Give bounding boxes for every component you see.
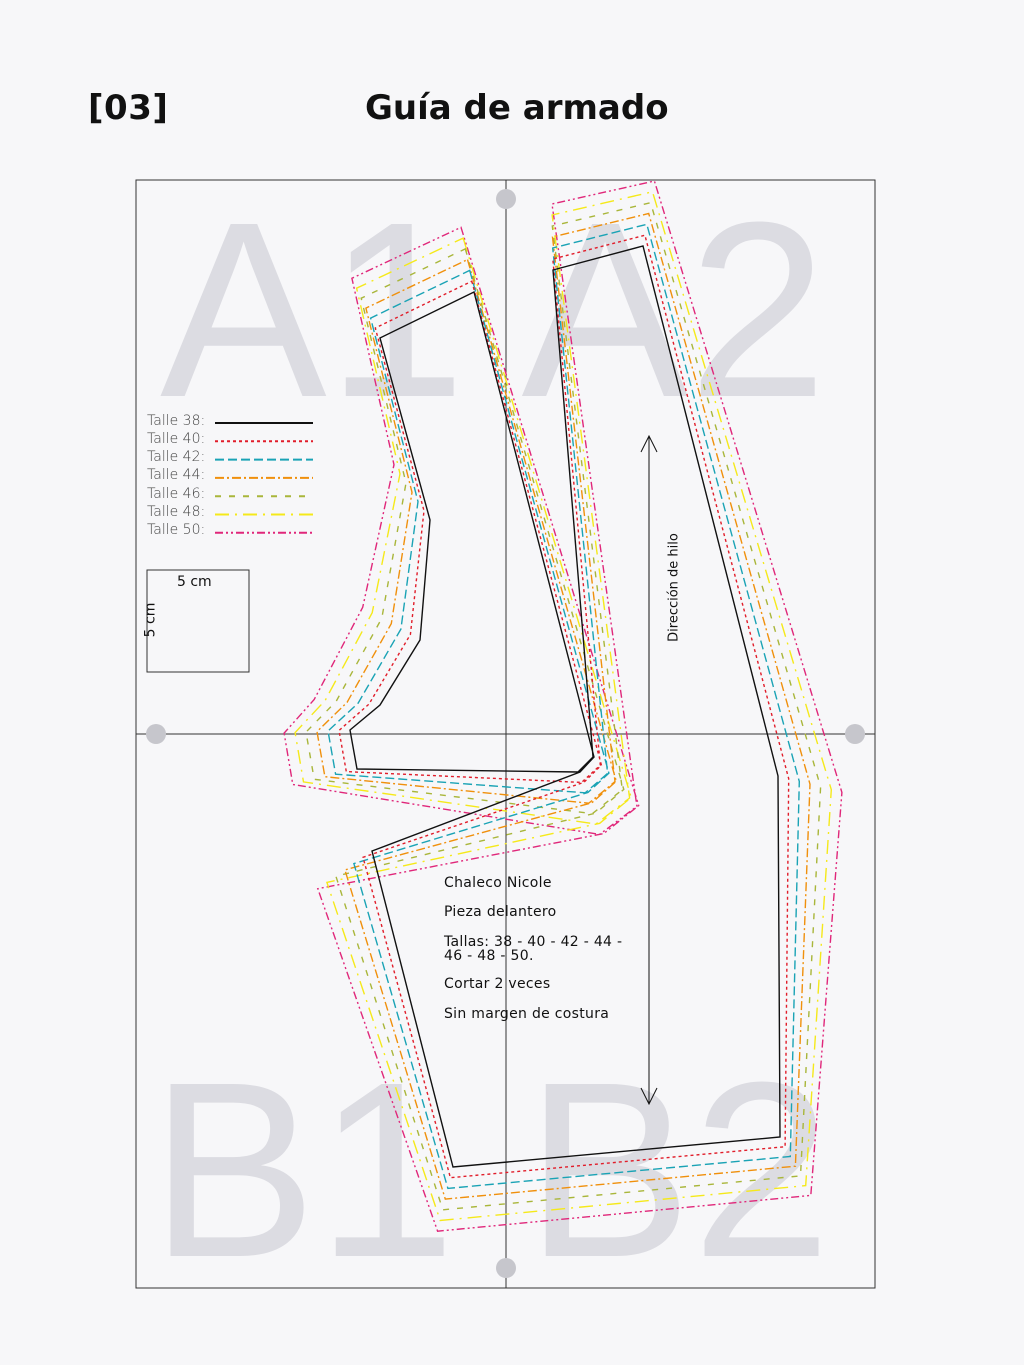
pattern-sizes-2: 46 - 48 - 50. [444, 948, 534, 964]
legend-label-46: Talle 46: [147, 486, 206, 502]
legend-label-50: Talle 50: [147, 522, 206, 538]
pattern-outline-0 [349, 245, 781, 1168]
legend-label-48: Talle 48: [147, 504, 206, 520]
legend-lines [215, 422, 313, 534]
legend-label-44: Talle 44: [147, 467, 206, 483]
pattern-outline-5 [294, 190, 833, 1222]
legend-label-38: Talle 38: [147, 413, 206, 429]
pattern-sizes-1: Tallas: 38 - 40 - 42 - 44 - [444, 934, 623, 950]
page-title: Guía de armado [365, 88, 669, 128]
page-number: [03] [88, 88, 169, 128]
pattern-name: Chaleco Nicole [444, 875, 552, 891]
registration-mark-left [146, 724, 166, 744]
scale-label-vertical: 5 cm [142, 602, 159, 638]
pattern-outline-4 [305, 201, 822, 1211]
scale-box [146, 569, 250, 673]
pattern-outline-2 [327, 223, 801, 1190]
pattern-outline-3 [316, 212, 811, 1200]
scale-label-horizontal: 5 cm [177, 574, 212, 590]
pattern-seam: Sin margen de costura [444, 1006, 610, 1022]
registration-mark-top [496, 189, 516, 209]
grain-line-label: Dirección de hilo [666, 533, 682, 642]
page-letters-top: A1 A2 [160, 170, 828, 449]
registration-mark-right [845, 724, 865, 744]
grain-arrow-top [640, 434, 658, 453]
pattern-piece: Pieza delantero [444, 904, 557, 920]
grain-arrow-bottom [640, 1087, 658, 1106]
pattern-outline-1 [338, 234, 790, 1179]
pattern-outlines [283, 180, 843, 1232]
registration-mark-bottom [496, 1258, 516, 1278]
legend-label-42: Talle 42: [147, 449, 206, 465]
page-letters-bottom: B1 B2 [150, 1030, 832, 1309]
legend-label-40: Talle 40: [147, 431, 206, 447]
pattern-outline-6 [283, 180, 843, 1232]
pattern-cut: Cortar 2 veces [444, 976, 551, 992]
